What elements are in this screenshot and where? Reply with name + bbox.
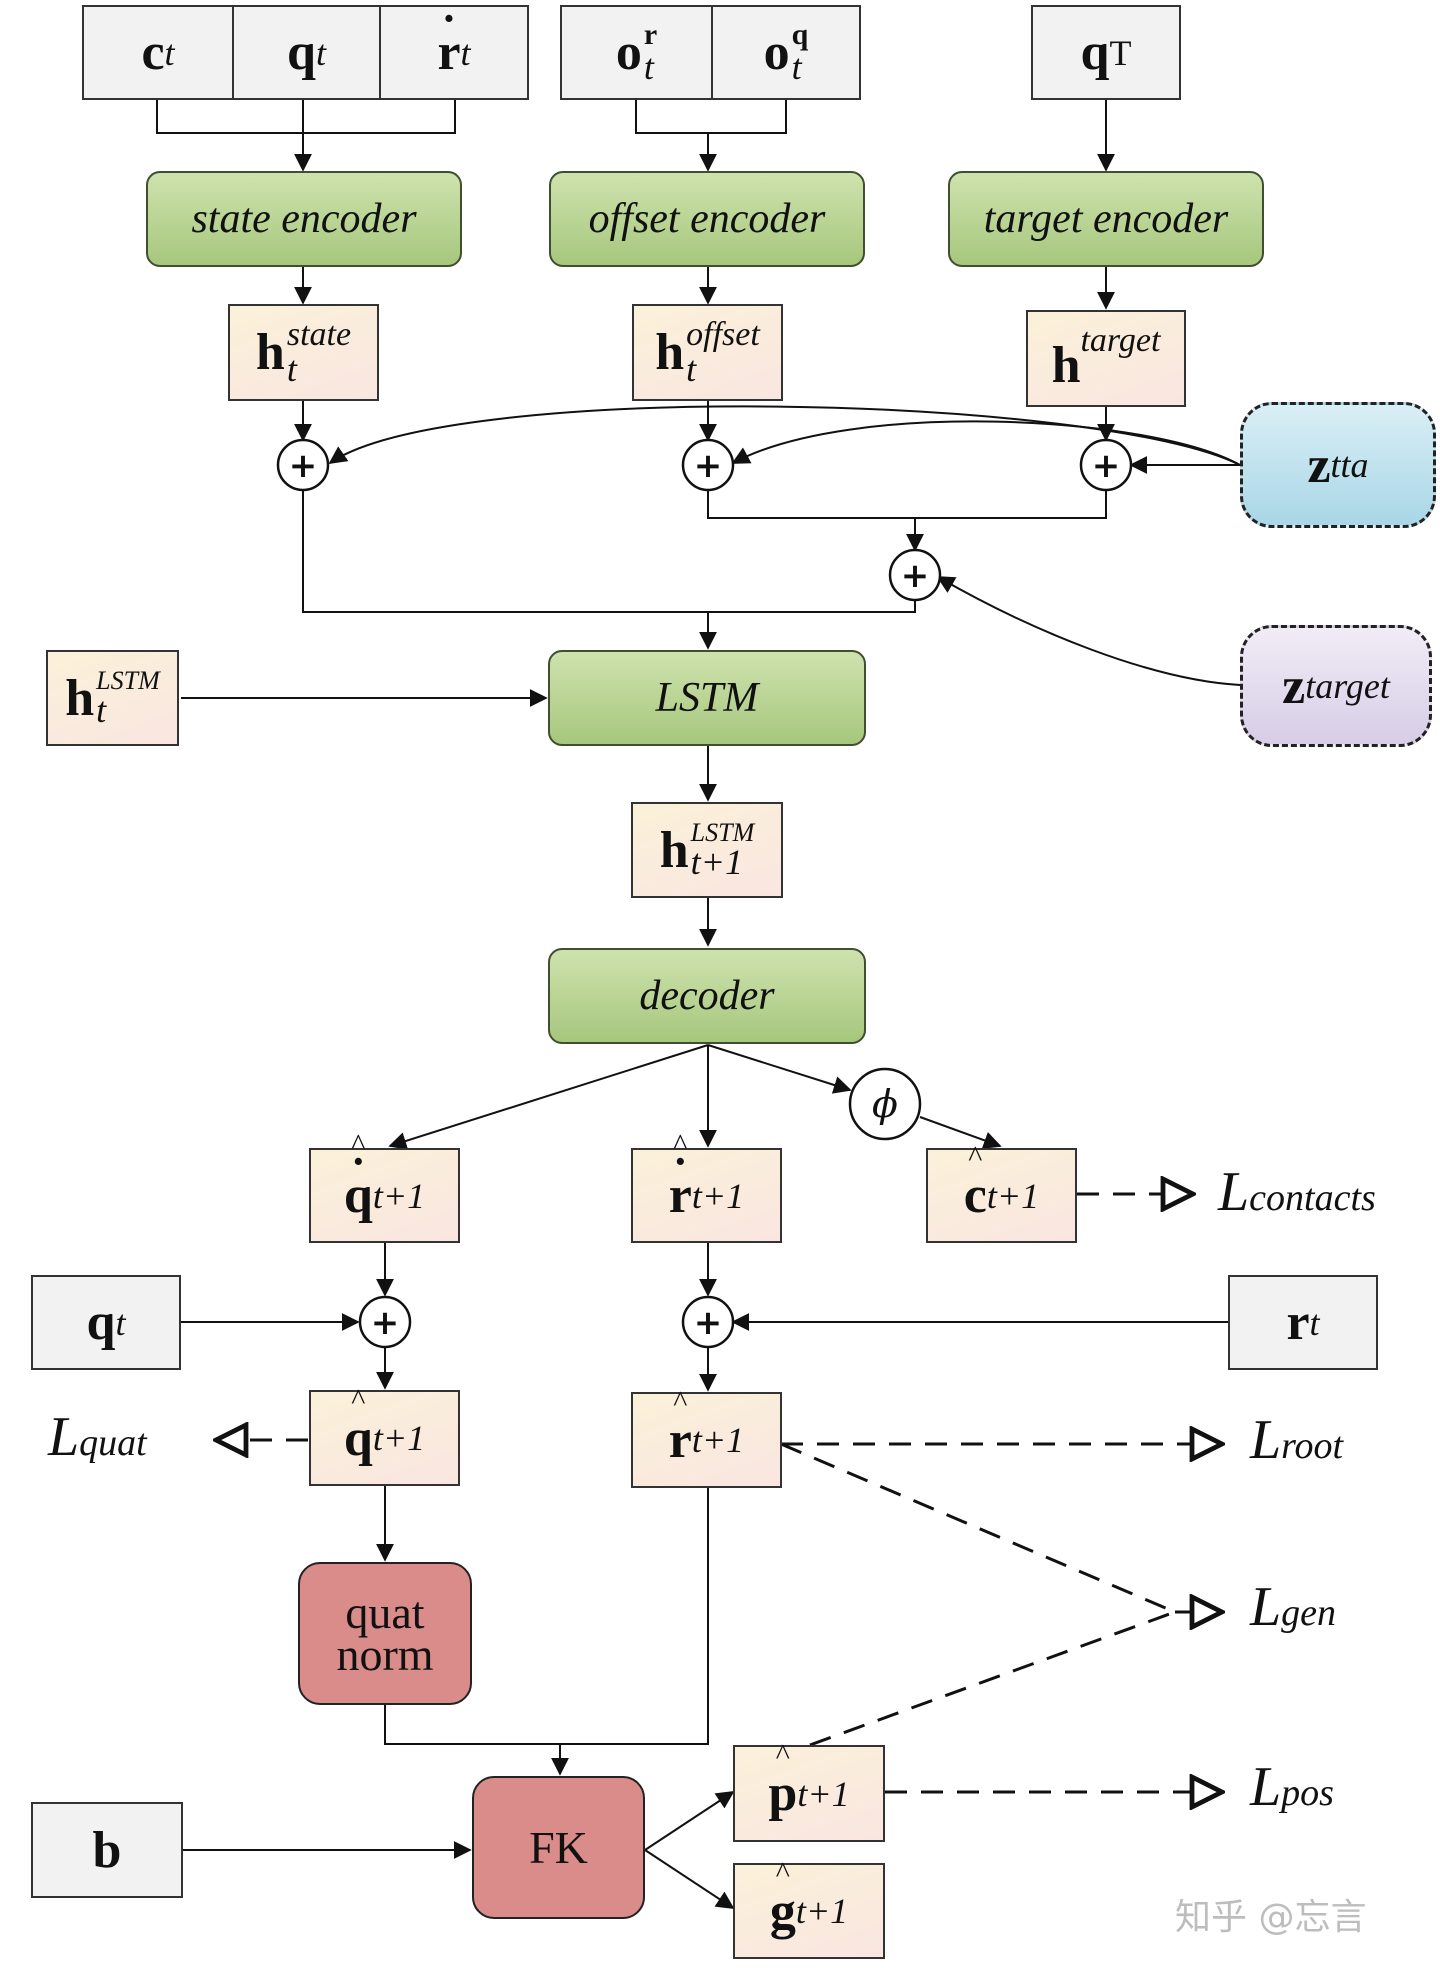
plus-node-quat — [358, 1295, 412, 1349]
loss-root: Lroot — [1250, 1409, 1344, 1471]
plus-node-target — [1079, 438, 1133, 492]
loss-pos: Lpos — [1250, 1756, 1334, 1818]
input-group-state: ct qt rt — [82, 5, 529, 100]
loss-contacts: Lcontacts — [1218, 1161, 1376, 1223]
output-q-hat: qt+1 — [309, 1390, 460, 1486]
plus-glyph: + — [289, 446, 318, 486]
output-g-hat: gt+1 — [733, 1863, 885, 1959]
plus-node-merge — [888, 548, 942, 602]
offset-encoder: offset encoder — [549, 171, 865, 267]
plus-glyph: + — [371, 1303, 400, 1343]
lstm-block: LSTM — [548, 650, 866, 746]
phi-label: ϕ — [872, 1082, 898, 1126]
plus-node-offset — [681, 438, 735, 492]
quat-norm-block: quat norm — [298, 1562, 472, 1705]
plus-glyph: + — [901, 556, 930, 596]
target-encoder: target encoder — [948, 171, 1264, 267]
plus-node-root — [681, 1295, 735, 1349]
plus-node-state — [276, 438, 330, 492]
watermark: 知乎 @忘言 — [1175, 1897, 1367, 1938]
state-encoder: state encoder — [146, 171, 462, 267]
loss-quat: Lquat — [48, 1406, 147, 1468]
output-r-hat: rt+1 — [631, 1392, 782, 1488]
quat-norm-line1: quat — [345, 1587, 425, 1639]
loss-gen: Lgen — [1250, 1576, 1337, 1638]
output-rdot-hat: rt+1 — [631, 1148, 782, 1243]
output-p-hat: pt+1 — [733, 1745, 885, 1842]
plus-glyph: + — [694, 446, 723, 486]
output-qdot-hat: qt+1 — [309, 1148, 460, 1243]
fk-block: FK — [472, 1776, 645, 1919]
quat-norm-line2: norm — [336, 1628, 434, 1680]
plus-glyph: + — [694, 1303, 723, 1343]
output-c-hat: ct+1 — [926, 1148, 1077, 1243]
input-rdot-t: rt — [437, 23, 470, 82]
input-b: b — [31, 1802, 183, 1898]
phi-node — [848, 1067, 922, 1141]
decoder-block: decoder — [548, 948, 866, 1044]
plus-glyph: + — [1092, 446, 1121, 486]
